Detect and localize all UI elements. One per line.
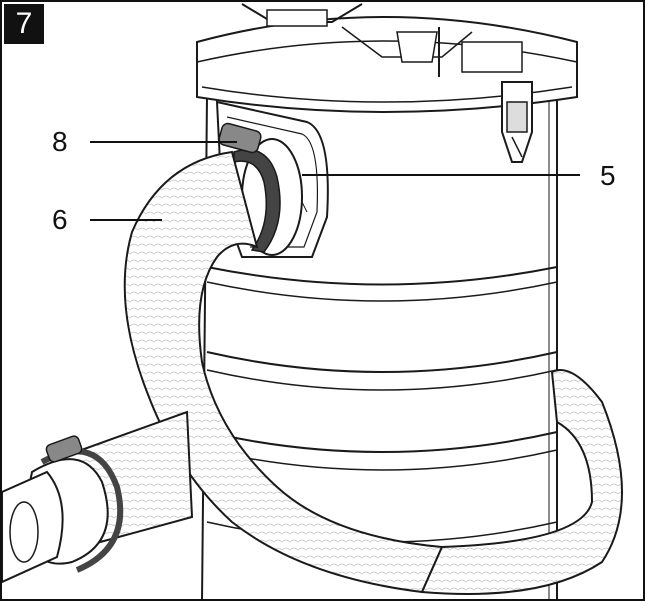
hose-clamp-upper <box>218 122 281 253</box>
lower-hose-connector <box>2 410 194 584</box>
callout-8-label: 8 <box>52 126 68 157</box>
vacuum-lid <box>196 3 578 113</box>
figure-number-badge: 7 <box>4 4 44 44</box>
callout-5-label: 5 <box>600 160 616 191</box>
flexible-hose <box>123 150 623 595</box>
callout-6-label: 6 <box>52 204 68 235</box>
lid-latch <box>501 81 533 163</box>
